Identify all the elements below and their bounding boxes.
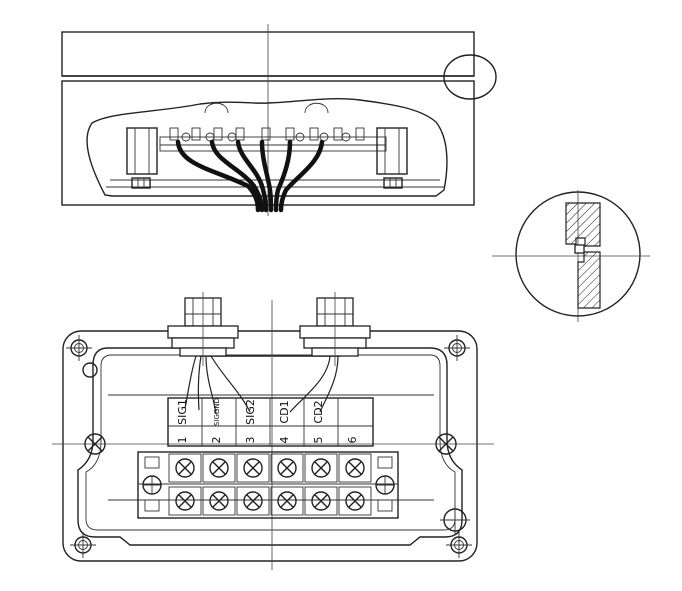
terminal-screw-2-bottom [202, 486, 236, 516]
terminal-screw-3-top [236, 453, 270, 483]
signal-wires [184, 355, 339, 415]
terminal-number-3: 3 [244, 437, 257, 444]
seal-detail-view [492, 190, 650, 322]
terminal-screw-6-top [338, 453, 372, 483]
enclosure-outer [62, 330, 478, 562]
terminal-number-2: 2 [210, 437, 223, 444]
side-mounting-screws [84, 433, 457, 455]
terminal-screw-4-top [270, 453, 304, 483]
terminal-screw-1-top [168, 453, 202, 483]
detail-marker-circle [443, 54, 497, 100]
wire-bundle [175, 139, 325, 213]
terminal-screw-5-bottom [304, 486, 338, 516]
terminal-number-6: 6 [346, 437, 359, 444]
cable-gland-left [167, 292, 239, 366]
terminal-number-5: 5 [312, 437, 325, 444]
cable-gland-right [299, 292, 371, 366]
terminal-screw-6-bottom [338, 486, 372, 516]
corner-screws [66, 335, 472, 558]
terminal-screw-3-bottom [236, 486, 270, 516]
mounting-bracket-left [126, 127, 158, 175]
terminal-screw-2-top [202, 453, 236, 483]
terminal-label-1: SIG1 [176, 399, 189, 425]
side-view [61, 24, 497, 216]
terminal-label-5: CD2 [312, 400, 325, 423]
terminal-label-strip [167, 397, 374, 447]
terminal-screw-4-bottom [270, 486, 304, 516]
terminal-screw-1-bottom [168, 486, 202, 516]
terminal-label-2: SIGGND [213, 398, 221, 426]
mounting-bracket-right [376, 127, 408, 175]
terminal-label-3: SIG2 [244, 399, 257, 425]
terminal-number-1: 1 [176, 437, 189, 444]
terminal-label-4: CD1 [278, 400, 291, 423]
plan-view: 1 SIG1 2 SIGGND 3 SIG2 4 CD1 5 CD2 6 [52, 292, 494, 570]
terminal-number-4: 4 [278, 437, 291, 444]
terminal-screw-5-top [304, 453, 338, 483]
cutaway-outline [86, 97, 448, 197]
terminal-block [137, 451, 399, 519]
